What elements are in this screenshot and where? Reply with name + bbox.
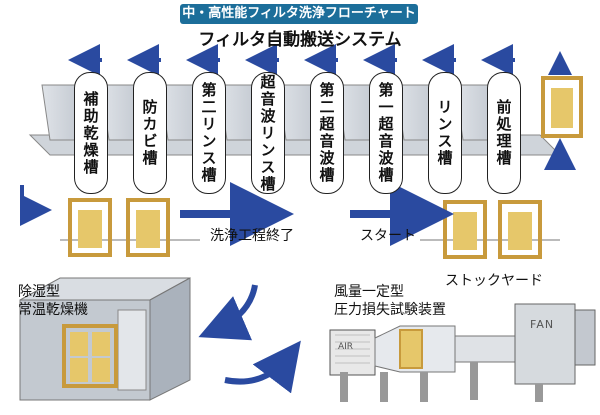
wash-end-carrier-2 bbox=[126, 198, 170, 257]
wash-end-label: 洗浄工程終了 bbox=[210, 228, 294, 244]
lower-conveyor bbox=[60, 182, 560, 259]
to-dryer-arrow bbox=[198, 284, 258, 341]
dryer-label: 除湿型 常温乾燥機 bbox=[18, 284, 88, 318]
tank-label-8: 前処理槽 bbox=[487, 72, 521, 194]
tank-label-1: 補助乾燥槽 bbox=[74, 72, 108, 194]
stock-carrier-1 bbox=[443, 200, 487, 259]
stock-yard-label: ストックヤード bbox=[445, 273, 543, 289]
tank-label-6: 第一超音波槽 bbox=[369, 72, 403, 194]
stock-carrier-2 bbox=[498, 200, 542, 259]
air-label: AIR bbox=[338, 342, 354, 352]
flowchart-badge: 中・高性能フィルタ洗浄フローチャート bbox=[180, 4, 418, 24]
wash-end-carrier-1 bbox=[68, 198, 112, 257]
entry-carrier bbox=[541, 51, 583, 170]
tank-row bbox=[28, 84, 562, 156]
tank-label-2: 防カビ槽 bbox=[133, 72, 167, 194]
to-tester-arrow bbox=[224, 340, 301, 394]
exit-arrow bbox=[20, 185, 52, 226]
tester-label: 風量一定型 圧力損失試験装置 bbox=[334, 284, 446, 318]
start-label: スタート bbox=[360, 228, 416, 244]
tank-label-5: 第二超音波槽 bbox=[310, 72, 344, 194]
tank-label-4: 超音波リンス槽 bbox=[251, 72, 285, 194]
dryer-machine bbox=[19, 277, 191, 401]
tank-label-3: 第二リンス槽 bbox=[192, 72, 226, 194]
system-title: フィルタ自動搬送システム bbox=[198, 30, 402, 50]
pressure-tester bbox=[329, 303, 596, 402]
fan-label: FAN bbox=[530, 318, 555, 331]
tank-label-7: リンス槽 bbox=[428, 72, 462, 194]
